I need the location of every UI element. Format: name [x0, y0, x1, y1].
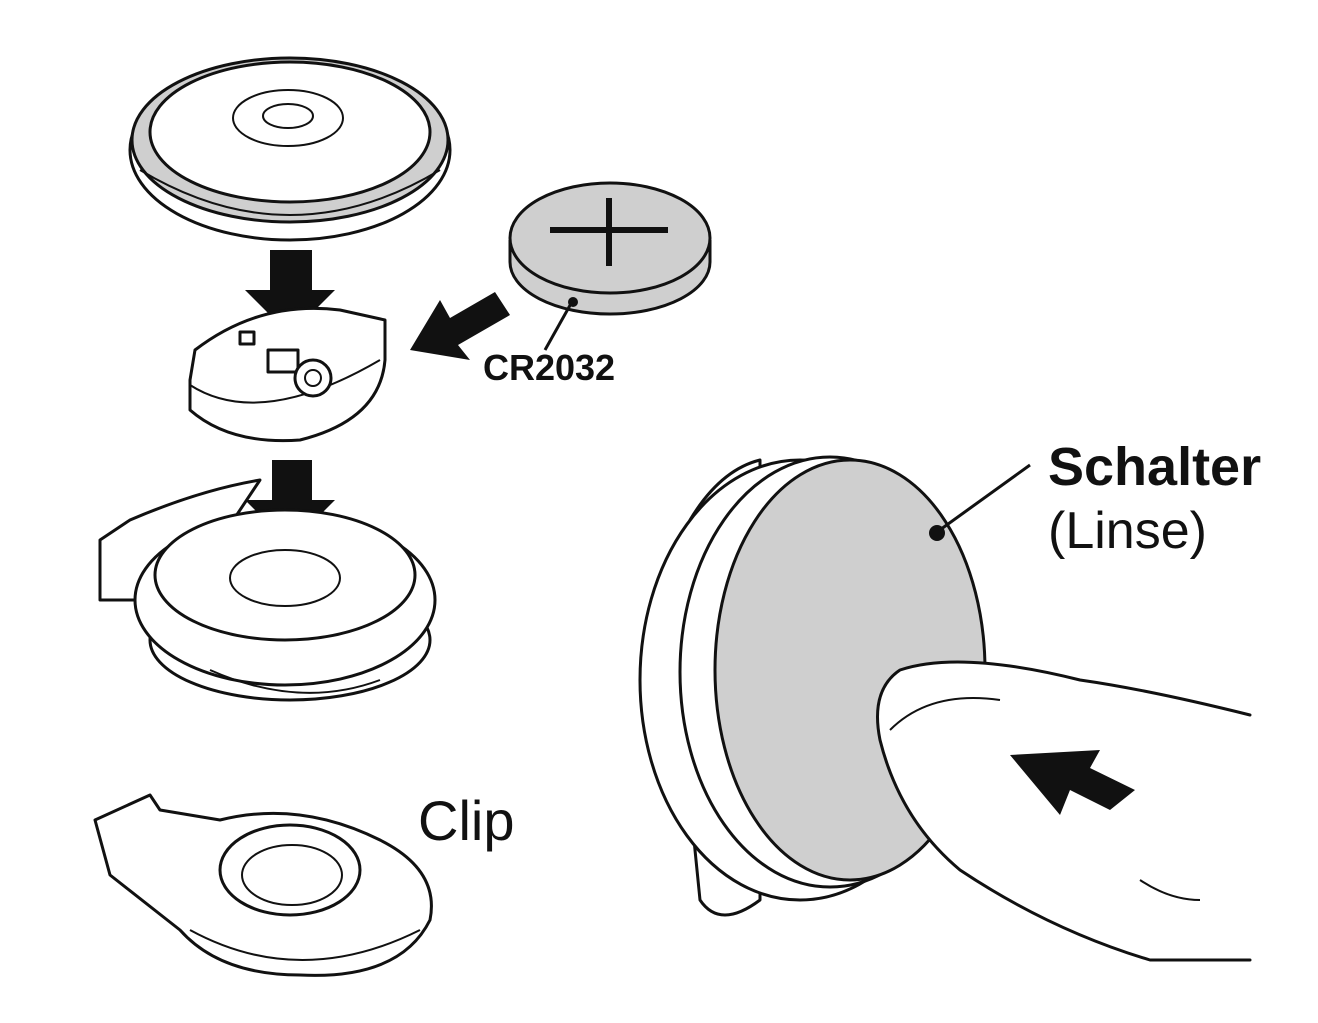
- clip-part: [93, 793, 433, 977]
- battery-leader-line: [543, 299, 575, 351]
- battery-leader-dot: [568, 297, 578, 307]
- arrow-down-icon: [245, 250, 335, 335]
- switch-sublabel: (Linse): [1048, 502, 1207, 560]
- sensor-housing: [98, 478, 437, 702]
- battery-cr2032: [508, 181, 712, 316]
- switch-leader-line: [936, 463, 1031, 534]
- cover-lid: [128, 56, 452, 242]
- press-arrow-icon: [1010, 750, 1135, 815]
- battery-label: CR2032: [483, 347, 615, 388]
- finger: [876, 660, 1252, 962]
- switch-leader-dot: [929, 525, 945, 541]
- plus-icon: [550, 198, 668, 266]
- circuit-board: [188, 306, 387, 443]
- arrow-left-icon: [410, 292, 510, 360]
- switch-label: Schalter: [1048, 437, 1261, 497]
- arrow-down-icon: [245, 460, 335, 545]
- clip-label: Clip: [418, 789, 514, 852]
